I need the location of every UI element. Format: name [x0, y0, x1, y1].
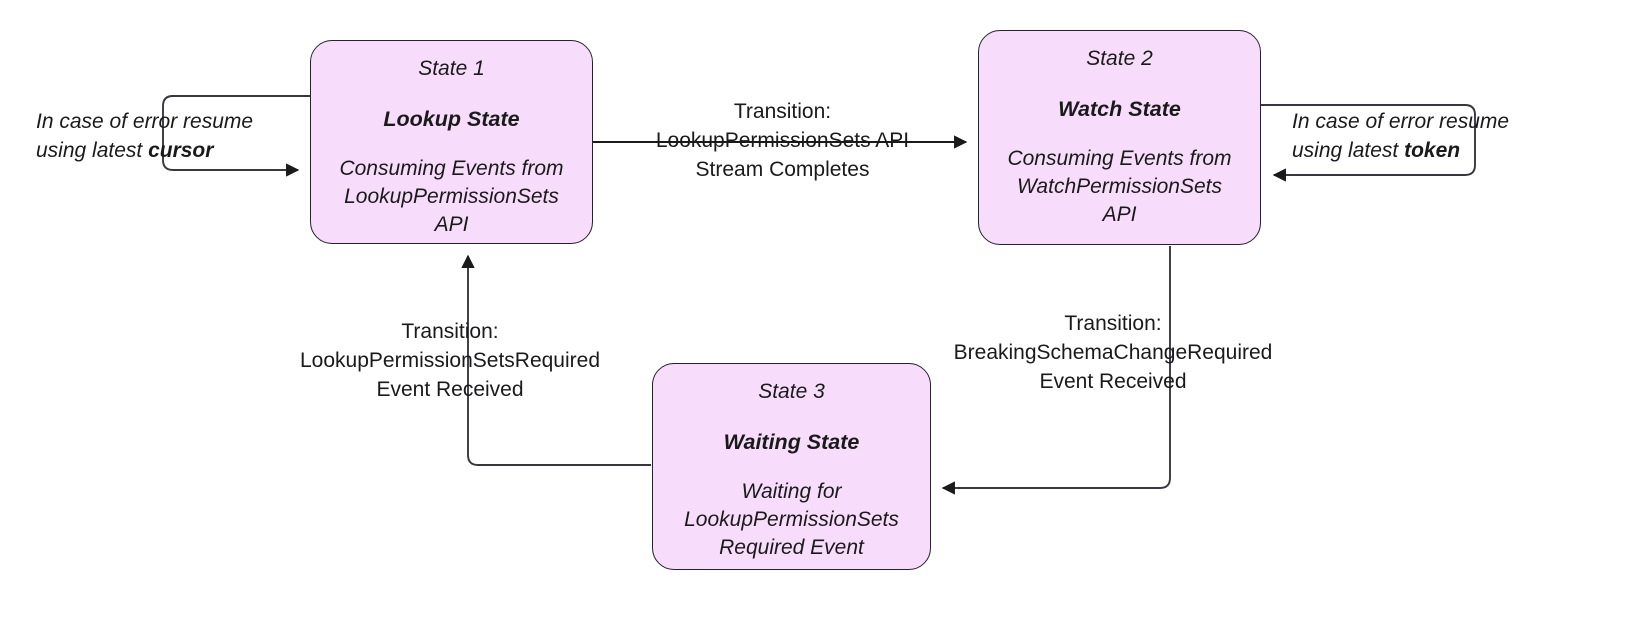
self-loop-note-emphasis: cursor: [148, 138, 214, 162]
state-node-watch-state[interactable]: State 2 Watch State Consuming Events fro…: [978, 30, 1261, 245]
edge-state2-to-state3: [941, 246, 1171, 495]
self-loop-state1: [162, 95, 310, 177]
self-loop-note-prefix: In case of error resume using latest: [36, 110, 254, 162]
state-title: Watch State: [1058, 97, 1181, 122]
state-index-label: State 1: [418, 57, 485, 80]
state-title: Waiting State: [723, 430, 860, 455]
state-node-lookup-state[interactable]: State 1 Lookup State Consuming Events fr…: [310, 40, 593, 244]
state-description: Waiting for LookupPermissionSets Require…: [684, 480, 899, 559]
transition-label-state3-to-state1: Transition: LookupPermissionSetsRequired…: [300, 320, 600, 401]
state-index-label: State 3: [758, 380, 825, 403]
self-loop-note-state2: In case of error resume using latest tok…: [1292, 108, 1557, 166]
transition-label-state1-to-state2: Transition: LookupPermissionSets API Str…: [655, 100, 910, 181]
self-loop-note-state1: In case of error resume using latest cur…: [36, 108, 296, 166]
self-loop-state2: [1261, 104, 1476, 182]
transition-label-state2-to-state3: Transition: BreakingSchemaChangeRequired…: [953, 312, 1273, 393]
state-index-label: State 2: [1086, 47, 1153, 70]
state-description: Consuming Events from WatchPermissionSet…: [1007, 147, 1232, 226]
state-title: Lookup State: [383, 107, 520, 132]
state-description: Consuming Events from LookupPermissionSe…: [339, 157, 564, 236]
state-node-waiting-state[interactable]: State 3 Waiting State Waiting for Lookup…: [652, 363, 931, 570]
self-loop-note-prefix: In case of error resume using latest: [1292, 110, 1510, 162]
edge-state3-to-state1: [461, 254, 651, 466]
self-loop-note-emphasis: token: [1404, 138, 1461, 162]
